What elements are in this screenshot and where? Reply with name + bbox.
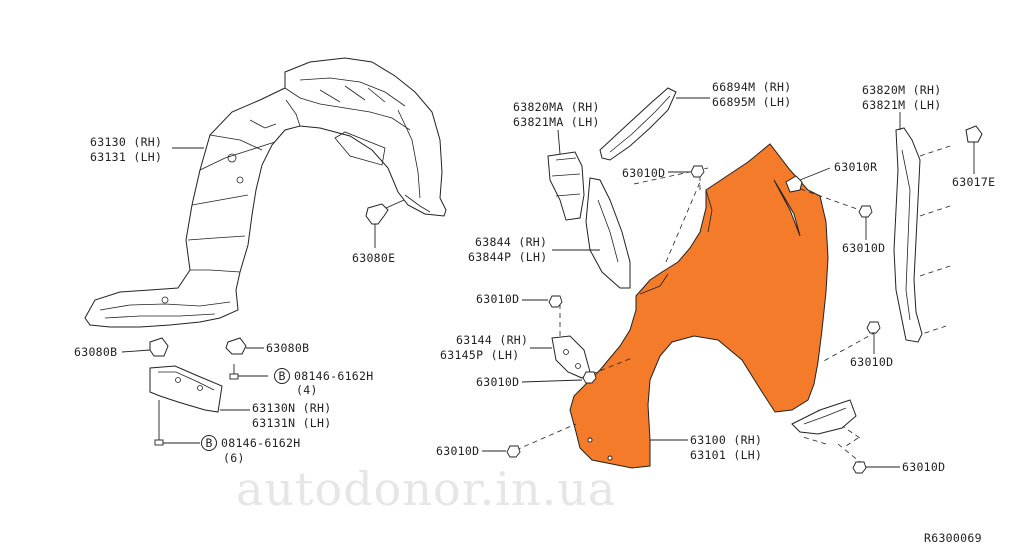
front-fender [569, 143, 829, 469]
label-63100: 63100 (RH) [690, 433, 762, 447]
label-bolt-6-qty: (6) [223, 451, 245, 465]
badge-b-icon [201, 435, 217, 451]
clip-63080e [365, 203, 389, 248]
label-63144: 63144 (RH) [456, 333, 528, 347]
clip-63080b-left [149, 337, 169, 357]
label-63080b-right: 63080B [266, 341, 309, 355]
label-bolt-4: 08146-6162H [294, 369, 373, 383]
label-63130n: 63130N (RH) [252, 401, 331, 415]
label-bolt-6: 08146-6162H [221, 436, 300, 450]
seal-66894m [599, 87, 677, 161]
bolt-icon [548, 295, 563, 308]
label-63820ma: 63820MA (RH) [513, 100, 600, 114]
bracket-63144 [551, 335, 591, 379]
label-63010d-bracket: 63010D [476, 375, 519, 389]
bolt-icon [866, 321, 881, 334]
label-63844: 63844 (RH) [475, 235, 547, 249]
label-63820m: 63820M (RH) [862, 83, 941, 97]
label-63010d-mid: 63010D [476, 292, 519, 306]
label-63821ma: 63821MA (LH) [513, 115, 600, 129]
bolt-icon [229, 364, 239, 380]
label-63010d-lower-right: 63010D [850, 355, 893, 369]
label-63080e: 63080E [352, 251, 395, 265]
bracket-63820ma [547, 151, 585, 221]
bolt-icon [852, 461, 867, 474]
wheel-arch-liner [84, 57, 447, 328]
bolt-icon [582, 371, 597, 384]
badge-b-label: B [279, 369, 286, 383]
diagram-ref-code: R6300069 [924, 531, 982, 545]
watermark: autodonor.in.ua [236, 462, 616, 516]
bolt-icon [690, 165, 705, 178]
label-63010d-bottom-left: 63010D [436, 444, 479, 458]
label-63010d-bottom-right: 63010D [902, 460, 945, 474]
label-66895m: 66895M (LH) [712, 95, 791, 109]
seal-63844 [585, 177, 631, 289]
label-63010d-top: 63010D [622, 166, 665, 180]
clip-63010r [785, 175, 803, 193]
label-63130: 63130 (RH) [90, 135, 162, 149]
bolt-icon [154, 400, 164, 446]
bolt-icon [506, 445, 521, 458]
label-63017e: 63017E [952, 175, 995, 189]
fender-lower-bracket [791, 399, 857, 435]
label-63010r: 63010R [834, 160, 877, 174]
clip-63080b-right [225, 337, 247, 355]
clip-63017e [965, 125, 983, 143]
label-63101: 63101 (LH) [690, 448, 762, 462]
badge-b-label: B [206, 436, 213, 450]
label-66894m: 66894M (RH) [712, 80, 791, 94]
label-63821m: 63821M (LH) [862, 98, 941, 112]
label-63131: 63131 (LH) [90, 150, 162, 164]
bolt-icon [858, 205, 873, 218]
label-63010d-right: 63010D [842, 241, 885, 255]
label-63844p: 63844P (LH) [468, 250, 547, 264]
label-63145p: 63145P (LH) [440, 348, 519, 362]
badge-b-icon [274, 368, 290, 384]
lower-splash-shield [149, 365, 223, 413]
label-bolt-4-qty: (4) [296, 383, 318, 397]
bracket-63820m [893, 127, 923, 343]
label-63080b-left: 63080B [74, 345, 117, 359]
label-63131n: 63131N (LH) [252, 416, 331, 430]
